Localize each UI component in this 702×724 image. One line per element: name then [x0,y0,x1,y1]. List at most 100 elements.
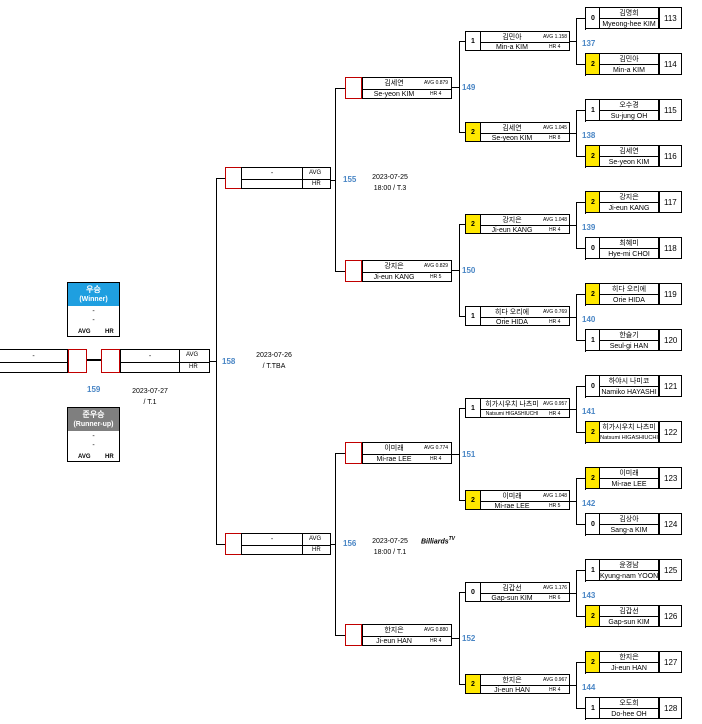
player-card: 히가시우치 나츠미 Natsumi HIGASHIUCHI AVG 0.957 HR … [480,398,570,418]
stat-hr: HR 8 [549,135,561,141]
connector-line [459,316,465,317]
podium-line-2: - [92,317,95,324]
connector-line [576,294,577,340]
player-name-english: Orie HIDA [496,319,528,326]
match-number: 158 [222,357,236,366]
stat-avg: AVG 0.880 [424,627,449,633]
player-name-korean: 오도희 [619,700,639,707]
stat-avg: AVG [78,329,91,335]
player-name-korean: 이미래 [384,445,404,452]
stat-hr: HR [312,181,321,187]
slot-box: 120 [659,329,682,351]
billiards-tv-logo: BilliardsTV [421,536,455,545]
match-number: 150 [462,266,476,275]
player-name-korean: 김세연 [384,80,404,87]
connector-line [585,708,586,720]
championship-link [86,359,101,361]
match-number: 144 [582,683,596,692]
slot-number: 116 [664,152,677,161]
card-divider [600,524,658,525]
card-divider [242,545,330,546]
connector-line [459,408,460,500]
stat-avg: AVG 0.957 [543,401,568,407]
connector-line [335,88,345,89]
match-time: / T.TBA [262,363,286,370]
connector-line [576,18,577,64]
slot-number: 117 [664,198,677,207]
score-cell: 1 [585,559,600,581]
player-name-english: Seul-gi HAN [609,343,649,350]
player-name-english: Mi-rae LEE [494,503,530,510]
score-cell-empty [101,349,120,373]
stat-hr: HR 4 [549,44,561,50]
player-name-korean: 강지은 [502,217,522,224]
connector-line [576,340,585,341]
card-divider [481,501,569,502]
stat-avg: AVG [309,170,322,176]
connector-line [585,616,586,628]
logo-sup: TV [448,536,456,542]
match-date: 2023-07-25 [372,173,408,181]
stat-avg: AVG 1.176 [543,585,568,591]
score-cell-empty [68,349,87,373]
connector-line [452,270,459,271]
slot-box: 113 [659,7,682,29]
player-name-english: Min-a KIM [613,67,645,74]
stat-avg: AVG [309,536,322,542]
player-name-korean: 윤경남 [619,562,639,569]
score-cell-empty [345,260,362,282]
player-name-english: Sang-a KIM [610,527,648,534]
connector-line [576,524,585,525]
score-cell: 0 [585,7,600,29]
connector-line [459,132,465,133]
card-divider [363,89,451,90]
player-name-korean: 히다 오리에 [611,286,647,293]
connector-line [585,64,586,76]
player-name-korean: 김명희 [619,10,639,17]
score-cell: 2 [465,214,480,234]
stat-hr: HR 4 [549,687,561,693]
player-name: - [270,170,274,177]
player-name-english: Gap-sun KIM [608,619,650,626]
connector-line [576,570,577,616]
match-number: 139 [582,223,596,232]
slot-box: 122 [659,421,682,443]
connector-line [459,500,465,501]
stat-hr: HR 4 [549,411,561,417]
slot-number: 120 [664,336,678,345]
stat-hr: HR [105,454,114,460]
card-divider-v [302,168,303,188]
score-cell: 2 [585,191,600,213]
player-name-english: Ji-eun KANG [373,274,415,281]
stat-hr: HR 5 [430,274,442,280]
score-cell: 2 [585,145,600,167]
connector-line [576,616,585,617]
player-name-english: Natsumi HIGASHIUCHI [485,411,539,417]
card-divider [481,593,569,594]
player-name-korean: 히가시우치 나츠미 [485,401,539,408]
score-cell: 2 [585,467,600,489]
score-cell: 2 [585,651,600,673]
connector-line [459,408,465,409]
stat-avg: AVG 0.774 [424,445,449,451]
slot-box: 126 [659,605,682,627]
connector-line [576,478,585,479]
connector-line [330,179,335,181]
match-number: 143 [582,591,596,600]
match-number: 138 [582,131,596,140]
stat-hr: HR [105,329,114,335]
player-name-korean: 김세연 [619,148,639,155]
player-name-korean: 김세연 [502,125,522,132]
slot-box: 115 [659,99,682,121]
connector-line [576,110,585,111]
